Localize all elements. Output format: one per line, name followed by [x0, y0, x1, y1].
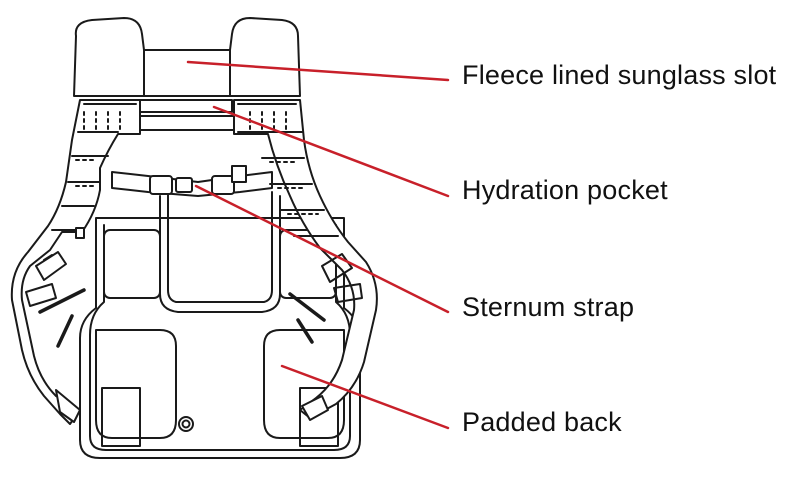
right-shoulder-strap [233, 99, 378, 421]
label-sternum-strap: Sternum strap [462, 292, 635, 322]
left-shoulder-strap [10, 99, 141, 425]
label-fleece-lined-sunglass-slot: Fleece lined sunglass slot [462, 60, 777, 90]
upper-yoke [73, 17, 301, 131]
leader-line-fleece [186, 60, 450, 82]
padded-back-panel [79, 191, 361, 459]
label-padded-back: Padded back [462, 407, 622, 437]
label-hydration-pocket: Hydration pocket [462, 175, 668, 205]
sternum-strap [111, 165, 273, 197]
leader-line-sternum [194, 184, 450, 314]
leader-line-hydration [212, 105, 450, 198]
leader-line-padded [280, 364, 450, 430]
